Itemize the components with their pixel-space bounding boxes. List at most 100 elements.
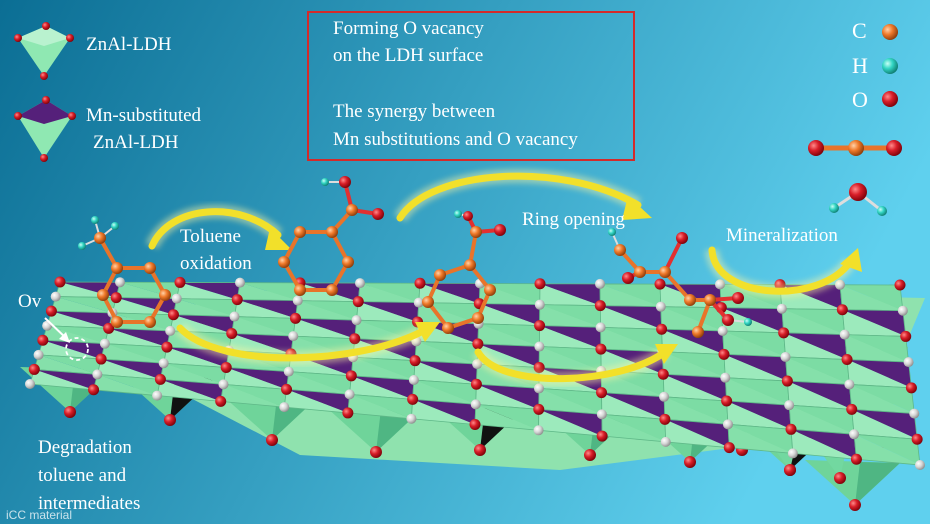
- arrow-surface-1: [176, 324, 429, 362]
- mn-octahedron-face: [286, 389, 350, 413]
- oxygen-atom: [594, 300, 606, 312]
- metal-atom: [655, 301, 666, 312]
- oxygen-atom: [911, 433, 923, 445]
- carbon-atom: [442, 322, 454, 334]
- metal-atom: [33, 349, 44, 360]
- oxygen-atom: [596, 430, 608, 442]
- metal-atom: [595, 322, 606, 333]
- legend-znal-ldh-label: ZnAl-LDH: [86, 34, 172, 55]
- zn-octahedron-face: [849, 384, 915, 414]
- zn-octahedron-face: [538, 388, 602, 415]
- zn-octahedron-face: [725, 377, 790, 406]
- mn-octahedron-face: [173, 314, 235, 334]
- metal-atom: [595, 278, 605, 289]
- oxygen-atom: [266, 434, 278, 446]
- zn-octahedron-face: [30, 369, 94, 390]
- zn-octahedron-face: [413, 380, 477, 405]
- carbon-atom: [97, 289, 109, 301]
- zn-octahedron-face: [601, 414, 666, 442]
- oxygen-atom: [676, 232, 688, 244]
- oxygen-atom: [584, 449, 596, 461]
- oxygen-atom: [474, 444, 486, 456]
- toluene-oxidation-line1: Toluene: [180, 226, 241, 247]
- zn-octahedron-face: [721, 307, 784, 333]
- oxygen-atom: [40, 154, 48, 162]
- mn-octahedron-face: [108, 328, 171, 348]
- mineralization-label: Mineralization: [726, 225, 838, 246]
- oxygen-atom: [846, 403, 858, 415]
- arrow-mineralization-head: [840, 248, 862, 272]
- zn-octahedron-face: [475, 384, 539, 410]
- carbon-atom: [434, 269, 446, 281]
- atom-label-c: C: [852, 18, 867, 43]
- zn-octahedron-face: [722, 331, 786, 357]
- zn-octahedron-face: [539, 304, 601, 328]
- mn-octahedron-face: [51, 311, 113, 329]
- mn-octahedron-face: [415, 360, 478, 385]
- oxygen-atom: [656, 323, 668, 335]
- oxygen-atom: [339, 176, 351, 188]
- zn-octahedron-face: [416, 341, 478, 365]
- atom-label-h: H: [852, 53, 868, 78]
- zn-octahedron-face: [297, 300, 359, 321]
- arrow-ring-opening: [396, 172, 642, 222]
- oxygen-atom: [95, 353, 107, 365]
- mn-octahedron-face: [237, 299, 298, 319]
- zn-octahedron-face: [600, 327, 663, 352]
- legend-mn-label-line1: Mn-substituted: [86, 105, 202, 126]
- info-line-1: Forming O vacancy: [333, 18, 484, 39]
- carbon-atom: [659, 266, 671, 278]
- zn-octahedron-face: [47, 311, 109, 329]
- oxygen-atom: [231, 294, 243, 306]
- zn-octahedron-face: [787, 381, 852, 410]
- info-box: Forming O vacancy on the LDH surface The…: [307, 11, 635, 161]
- carbon-atom: [94, 232, 106, 244]
- zn-octahedron-face: [785, 356, 850, 385]
- zn-octahedron-face: [349, 394, 413, 419]
- oxygen-atom: [45, 305, 57, 317]
- oxygen-atom: [14, 34, 22, 42]
- zn-octahedron-face: [854, 434, 920, 465]
- oxygen-atom: [723, 442, 735, 454]
- zn-octahedron-face: [660, 306, 723, 332]
- octahedron-side-face: [855, 462, 900, 505]
- oxygen-atom: [534, 320, 546, 332]
- ov-pointer-arrowhead: [59, 332, 70, 343]
- oxygen-atom: [290, 312, 302, 324]
- mn-octahedron-face: [847, 359, 912, 388]
- legend-shapes: [14, 22, 902, 216]
- carbon-atom: [692, 326, 704, 338]
- oxygen-atom: [110, 292, 122, 304]
- carbon-atom: [144, 262, 156, 274]
- metal-atom: [897, 305, 908, 316]
- arrow-mineralization: [708, 246, 854, 295]
- carbon-atom: [472, 312, 484, 324]
- oxygen-atom: [778, 327, 790, 339]
- oxygen-atom: [352, 296, 364, 308]
- carbon-atom: [159, 289, 171, 301]
- oxygen-atom: [722, 314, 734, 326]
- mn-octahedron-face: [101, 359, 164, 380]
- zn-octahedron-face: [34, 354, 98, 375]
- zn-octahedron-face: [789, 405, 855, 435]
- toluene-oxidation-line2: oxidation: [180, 253, 252, 274]
- metal-atom: [25, 379, 35, 389]
- carbon-atom: [464, 259, 476, 271]
- info-line-3: The synergy between: [333, 101, 496, 122]
- arrow-surface-1-head: [415, 322, 440, 342]
- zn-octahedron-face: [163, 347, 227, 368]
- hydrogen-atom: [744, 318, 752, 326]
- metal-atom: [165, 325, 176, 336]
- oxygen-atom: [103, 322, 115, 334]
- oxygen-atom: [215, 395, 227, 407]
- zn-octahedron-face: [663, 374, 727, 401]
- zn-octahedron-face: [601, 414, 666, 442]
- oxygen-atom: [533, 403, 545, 415]
- oxygen-atom: [850, 453, 862, 465]
- mn-octahedron-face: [226, 367, 289, 390]
- zn-octahedron-face: [600, 283, 661, 307]
- zn-octahedron-face: [662, 351, 726, 378]
- oxygen-atom: [721, 395, 733, 407]
- arrow-ring-opening-head: [622, 196, 652, 220]
- carbon-atom: [346, 204, 358, 216]
